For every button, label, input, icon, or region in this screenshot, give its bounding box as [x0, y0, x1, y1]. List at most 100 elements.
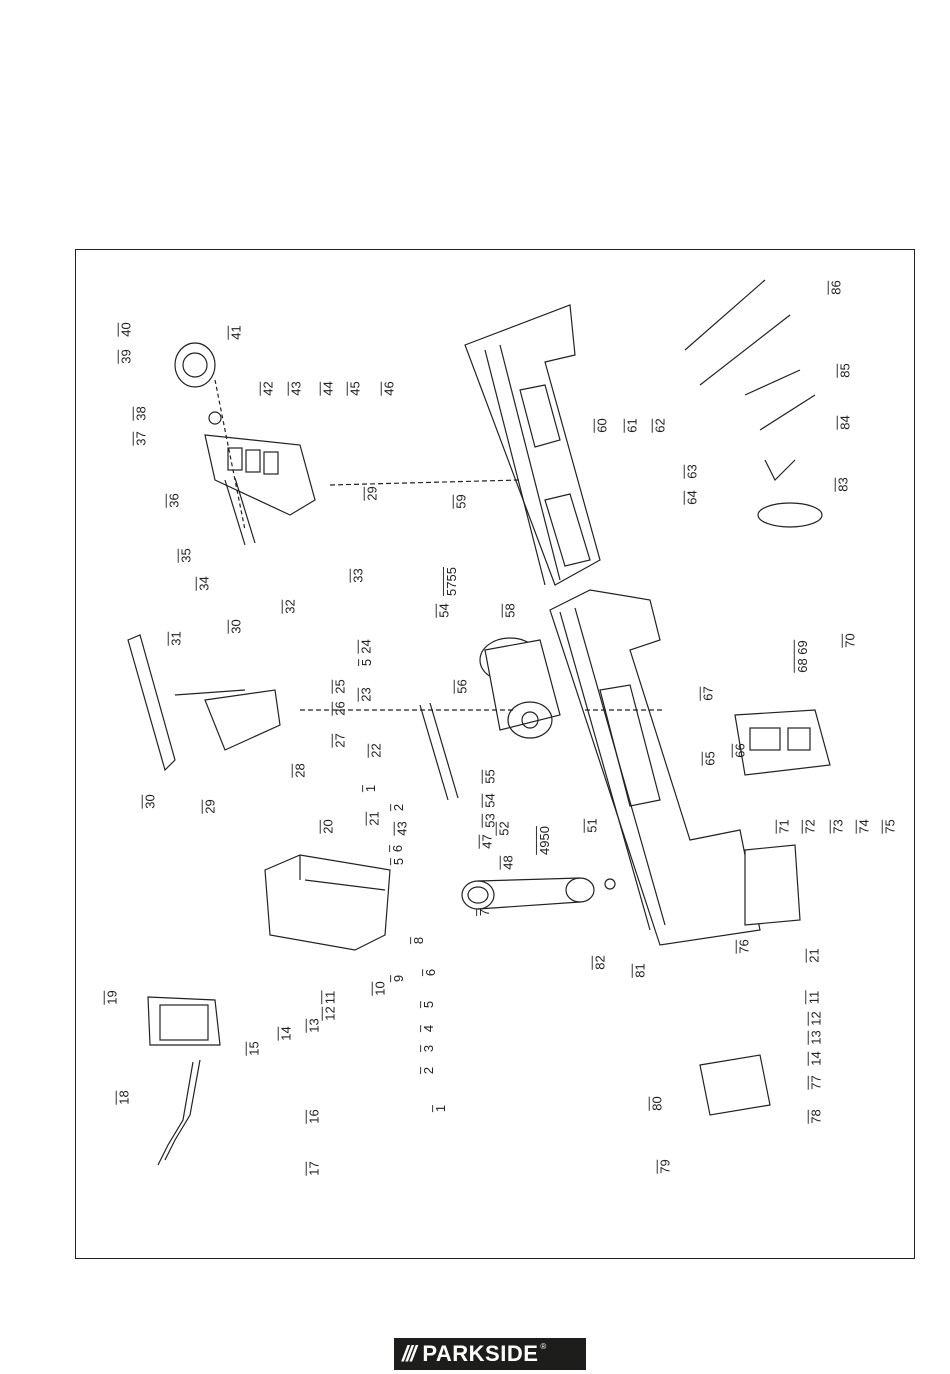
- part-label: 4: [420, 1024, 437, 1033]
- part-label: 71: [775, 819, 792, 834]
- part-label: 43: [287, 381, 304, 396]
- part-label: 33: [349, 568, 366, 583]
- part-label: 59: [452, 494, 469, 509]
- part-label: 76: [735, 939, 752, 954]
- part-label: 30: [141, 794, 158, 809]
- part-label: 29: [201, 799, 218, 814]
- part-label: 41: [227, 325, 244, 340]
- part-label: 65: [701, 751, 718, 766]
- part-label: 58: [501, 603, 518, 618]
- part-label: 5: [358, 658, 375, 667]
- part-label: 42: [259, 381, 276, 396]
- part-label: 75: [881, 819, 898, 834]
- part-label: 14: [277, 1026, 294, 1041]
- part-label: 60: [593, 418, 610, 433]
- part-label: 27: [331, 733, 348, 748]
- part-label: 43: [393, 821, 410, 836]
- part-label: 64: [683, 490, 700, 505]
- part-label: 37: [132, 431, 149, 446]
- part-label: 18: [115, 1090, 132, 1105]
- logo-registered-mark: ®: [540, 1342, 547, 1351]
- part-label: 12: [807, 1011, 824, 1026]
- part-label: 21: [805, 948, 822, 963]
- pulley-belt-drawing: [461, 877, 616, 910]
- part-label: 6: [389, 844, 406, 853]
- part-label: 51: [583, 818, 600, 833]
- part-label: 2: [420, 1066, 437, 1075]
- part-label: 13: [807, 1030, 824, 1045]
- part-label: 5: [390, 857, 407, 866]
- part-label: 36: [165, 493, 182, 508]
- motor-drawing: [479, 637, 561, 739]
- part-label: 56: [453, 679, 470, 694]
- hex-key-drawing: [764, 459, 796, 482]
- diagram-frame: [75, 249, 915, 1259]
- part-label: 11: [805, 990, 822, 1005]
- part-label: 21: [365, 811, 382, 826]
- part-label: 13: [305, 1018, 322, 1033]
- part-label: 30: [227, 619, 244, 634]
- part-label: 55: [481, 769, 498, 784]
- part-label: 70: [841, 633, 858, 648]
- wrench-drawing: [744, 369, 801, 396]
- part-label: 34: [195, 576, 212, 591]
- part-label: 6: [422, 968, 439, 977]
- part-label: 10: [371, 981, 388, 996]
- upper-bed-drawing: [464, 304, 601, 586]
- faceplate-drawing: [757, 502, 823, 528]
- tool-bar-drawing: [684, 279, 766, 351]
- lower-bed-drawing: [549, 589, 761, 946]
- part-label: 32: [281, 599, 298, 614]
- part-label: 81: [631, 963, 648, 978]
- part-label: 79: [656, 1159, 673, 1174]
- part-label: 67: [699, 686, 716, 701]
- part-label: 17: [305, 1161, 322, 1176]
- part-label: 2: [390, 803, 407, 812]
- part-label: 86: [827, 280, 844, 295]
- part-label: 7: [476, 908, 493, 917]
- part-label: 20: [319, 819, 336, 834]
- part-label: 28: [291, 763, 308, 778]
- part-label: 48: [499, 855, 516, 870]
- part-label: 78: [807, 1109, 824, 1124]
- part-label: 74: [855, 819, 872, 834]
- part-label: 22: [367, 743, 384, 758]
- part-label: 80: [648, 1096, 665, 1111]
- parkside-logo: /// PARKSIDE ®: [394, 1338, 586, 1370]
- part-label: 66: [731, 743, 748, 758]
- part-label: 44: [319, 381, 336, 396]
- part-label: 24: [357, 639, 374, 654]
- part-label: 46: [380, 381, 397, 396]
- part-label: 72: [801, 819, 818, 834]
- part-label: 31: [167, 631, 184, 646]
- part-label: 3: [420, 1044, 437, 1053]
- part-label: 61: [623, 418, 640, 433]
- part-label: 16: [305, 1109, 322, 1124]
- part-label: 54: [435, 603, 452, 618]
- part-label: 47: [478, 834, 495, 849]
- power-cable-drawing: [164, 1059, 201, 1161]
- part-label: 9: [390, 974, 407, 983]
- logo-stripes: ///: [402, 1341, 416, 1366]
- part-label: 83: [834, 477, 851, 492]
- part-label: 8: [410, 936, 427, 945]
- cover-plate-drawing: [699, 1054, 771, 1116]
- spindle-drawing: [419, 704, 449, 801]
- part-label: 84: [836, 415, 853, 430]
- part-label: 11: [321, 990, 338, 1005]
- part-label: 53: [481, 813, 498, 828]
- part-label: 4950: [535, 826, 552, 855]
- part-label: 77: [807, 1075, 824, 1090]
- switch-plate-drawing: [147, 996, 221, 1046]
- part-label: 40: [117, 322, 134, 337]
- tool-rest-drawing: [127, 634, 281, 772]
- part-label: 52: [495, 821, 512, 836]
- part-label: 25: [331, 679, 348, 694]
- part-label: 29: [363, 486, 380, 501]
- part-label: 23: [357, 687, 374, 702]
- part-label: 12: [321, 1006, 338, 1021]
- part-label: 38: [132, 406, 149, 421]
- tailstock-drawing: [174, 342, 316, 546]
- part-label: 14: [807, 1051, 824, 1066]
